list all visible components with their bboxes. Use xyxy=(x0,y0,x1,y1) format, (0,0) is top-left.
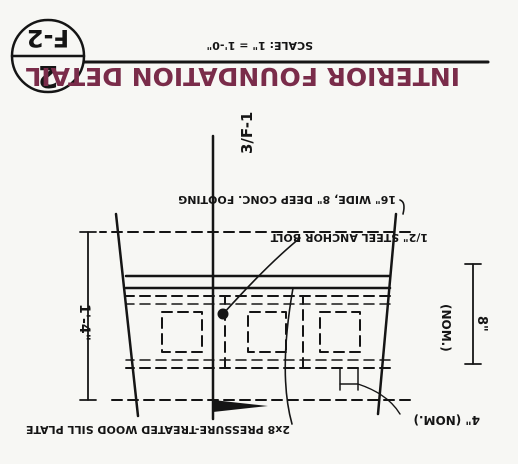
block-core xyxy=(247,311,287,353)
anchor-bolt-label: 1/2" STEEL ANCHOR BOLT xyxy=(270,231,428,244)
scale-note: SCALE: 1" = 1'-0" xyxy=(207,39,314,52)
detail-title: INTERIOR FOUNDATION DETAIL xyxy=(25,62,460,91)
width-leader xyxy=(357,383,401,415)
title-block: 2 F-2 INTERIOR FOUNDATION DETAIL SCALE: … xyxy=(10,18,490,94)
annotations: 16" WIDE, 8" DEEP CONC. FOOTING 1/2" STE… xyxy=(26,193,428,436)
detail-number: 2 xyxy=(38,58,59,93)
section-arrow xyxy=(213,400,268,412)
dimensions: 1'-4" 8" (NOM.) 4" (NOM.) xyxy=(76,231,489,427)
block-core xyxy=(319,311,361,353)
section-cut: 3/F-1 xyxy=(211,112,268,421)
sill-plate-label: 2x8 PRESSURE-TREATED WOOD SILL PLATE xyxy=(26,423,290,436)
section-marker: 3/F-1 xyxy=(238,112,256,154)
block-height-dimension: 8" xyxy=(474,316,489,332)
anchor-bolt-leader xyxy=(222,237,301,315)
block-core xyxy=(161,311,203,353)
right-grade-line xyxy=(114,212,140,418)
width-dimension: 4" (NOM.) xyxy=(414,413,481,427)
block-height-nom: (NOM.) xyxy=(439,304,453,352)
left-grade-line xyxy=(376,212,398,416)
footing-label: 16" WIDE, 8" DEEP CONC. FOOTING xyxy=(178,193,396,206)
sheet-reference: F-2 xyxy=(27,24,69,52)
height-dimension: 1'-4" xyxy=(76,304,92,341)
footing-leader xyxy=(399,199,405,215)
sill-plate-leader xyxy=(284,287,294,425)
concrete-block xyxy=(125,295,391,369)
